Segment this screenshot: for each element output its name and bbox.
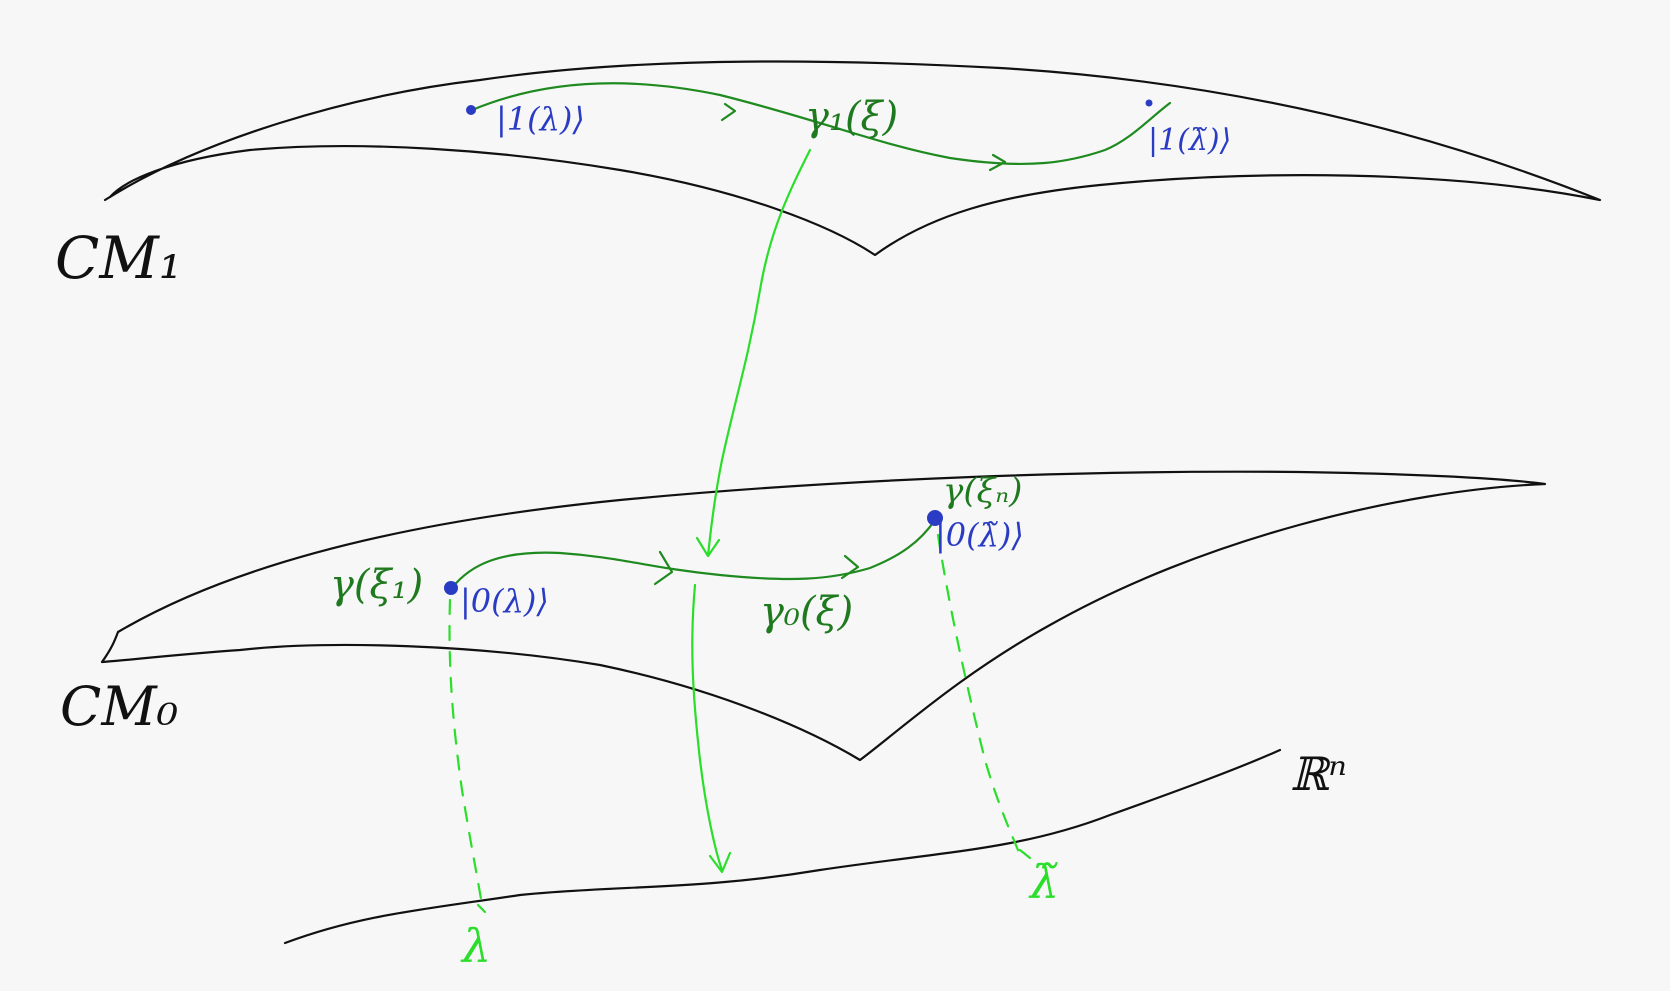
dashed-projection-lambda [448, 598, 484, 907]
projection-arrow-cm1-to-cm0 [706, 148, 812, 557]
label-cm1: CM₁ [55, 224, 182, 292]
label-psi-lambda-bottom: |0(λ)⟩ [460, 582, 549, 620]
label-cm0: CM₀ [60, 675, 178, 738]
label-psi-lambda-tilde-top: |1(λ̃)⟩ [1148, 123, 1231, 158]
curve-gamma1-arrowhead-2 [988, 153, 1007, 172]
label-rn: ℝⁿ [1290, 747, 1347, 801]
label-gamma-xi1: γ(ξ₁) [330, 562, 423, 608]
rn-line [283, 748, 1282, 945]
dashed-projection-lambda-tilde [936, 533, 1022, 857]
label-gamma1: γ₁(ξ) [805, 94, 898, 140]
manifold-cm1-outline [103, 60, 1602, 257]
label-gamma0: γ₀(ξ) [760, 589, 853, 635]
projection-arrow-cm0-to-rn-head [708, 851, 732, 874]
curve-gamma1-arrowhead-1 [720, 102, 737, 122]
label-gamma-xin: γ(ξₙ) [943, 471, 1022, 511]
state-dot-top-right [1145, 99, 1153, 107]
curve-gamma1 [470, 82, 1172, 165]
curve-gamma0-arrowhead-1 [653, 550, 674, 586]
curve-gamma0 [450, 518, 937, 590]
manifold-cm0-outline [100, 470, 1547, 762]
label-lambda: λ [460, 919, 491, 973]
state-dot-top-left [466, 105, 476, 115]
projection-arrow-cm1-to-cm0-head [695, 536, 721, 558]
curve-gamma0-arrowhead-2 [840, 554, 860, 580]
tick-lambda [476, 903, 487, 914]
label-psi-lambda-top: |1(λ)⟩ [496, 100, 585, 138]
label-psi-lambda-tilde-bottom: |0(λ̃)⟩ [935, 516, 1024, 554]
projection-arrow-cm0-to-rn [691, 583, 724, 872]
tick-lambda-tilde [1018, 848, 1032, 860]
state-dot-bottom-right [927, 510, 943, 526]
state-dot-bottom-left [444, 581, 458, 595]
label-lambda-tilde: λ̃ [1028, 855, 1059, 909]
